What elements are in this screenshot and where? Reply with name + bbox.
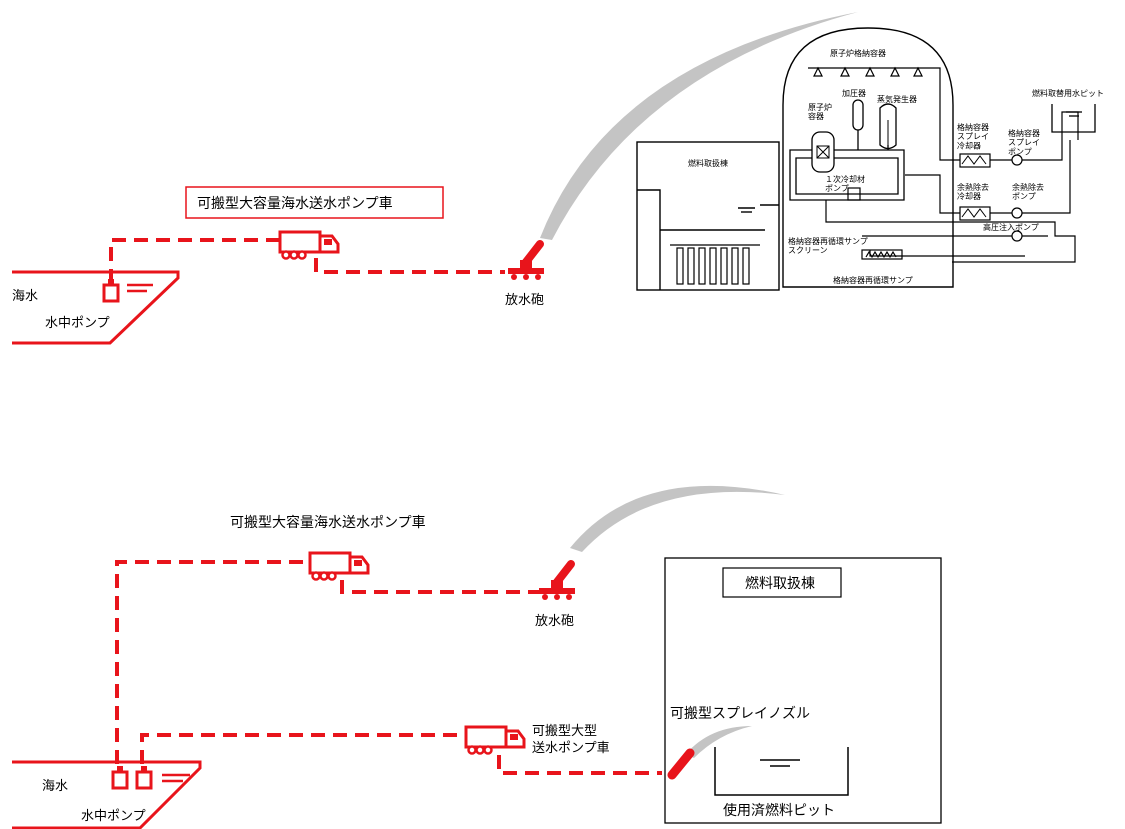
upper-steam-generator xyxy=(879,103,897,150)
lower-submersible-pump-1 xyxy=(111,764,129,790)
upper-water-cannon-label: 放水砲 xyxy=(505,293,544,308)
upper-rhr-cooler xyxy=(959,206,991,221)
upper-containment xyxy=(782,27,954,288)
upper-fuel-building-label: 燃料取扱棟 xyxy=(688,158,728,168)
lower-fuel-building-label: 燃料取扱棟 xyxy=(745,575,815,592)
lower-hose-cannon xyxy=(340,580,540,594)
upper-pressurizer xyxy=(852,99,864,131)
upper-seawater-label: 海水 xyxy=(12,289,38,304)
upper-diagram: 海水 水中ポンプ 可搬型大容量海水送水ポンプ車 放水砲 xyxy=(12,12,1104,345)
lower-spent-fuel-pit xyxy=(714,747,849,796)
upper-sump-screen-label: 格納容器再循環サンプスクリーン xyxy=(788,236,868,255)
lower-large-pump-vehicle xyxy=(464,725,526,755)
upper-sea-basin xyxy=(12,270,180,345)
lower-hose-branch xyxy=(140,733,465,764)
lower-fuel-building-title-box xyxy=(722,567,842,598)
upper-cv-spray-pump-label: 格納容器スプレイポンプ xyxy=(1008,128,1040,156)
upper-cv-spray-cooler xyxy=(959,153,991,168)
upper-primary-loop xyxy=(789,130,905,201)
upper-cv-spray-cooler-label: 格納容器スプレイ冷却器 xyxy=(957,122,989,150)
lower-sea-basin xyxy=(12,760,202,829)
upper-spray-header xyxy=(808,66,930,77)
upper-containment-label: 原子炉格納容器 xyxy=(830,48,886,58)
lower-water-spray xyxy=(570,485,785,552)
upper-refueling-water-pit xyxy=(1051,104,1096,133)
upper-sump-screen xyxy=(861,249,903,260)
lower-submersible-pump-label: 水中ポンプ xyxy=(81,809,146,824)
upper-reactor-vessel-label: 原子炉容器 xyxy=(808,102,832,121)
lower-diagram: 可搬型大容量海水送水ポンプ車 放水砲 燃料取扱棟 可搬型大型 送水ポンプ車 可搬… xyxy=(12,485,942,829)
upper-water-cannon xyxy=(508,244,544,280)
upper-hose-discharge xyxy=(314,258,505,274)
lower-large-pump-vehicle-label-2: 送水ポンプ車 xyxy=(532,741,610,756)
upper-pressurizer-label: 加圧器 xyxy=(842,88,866,98)
upper-primary-pump xyxy=(847,187,861,201)
upper-hp-injection-pump-label: 高圧注入ポンプ xyxy=(983,222,1039,232)
lower-large-pump-vehicle-label-1: 可搬型大型 xyxy=(532,724,597,739)
lower-nozzle-spray xyxy=(686,726,752,758)
upper-refueling-water-pit-label: 燃料取替用水ピット xyxy=(1032,88,1104,98)
upper-pump-vehicle-box xyxy=(185,186,444,219)
lower-pump-vehicle-label: 可搬型大容量海水送水ポンプ車 xyxy=(230,514,426,531)
upper-reactor-vessel xyxy=(811,131,835,173)
upper-pump-vehicle-label: 可搬型大容量海水送水ポンプ車 xyxy=(197,195,393,212)
upper-external-piping xyxy=(825,67,1079,263)
upper-hose-intake xyxy=(109,238,282,283)
upper-submersible-pump-label: 水中ポンプ xyxy=(45,316,110,331)
upper-pump-vehicle xyxy=(278,230,340,260)
lower-spent-fuel-pit-label: 使用済燃料ピット xyxy=(723,802,835,819)
lower-water-cannon-label: 放水砲 xyxy=(535,614,574,629)
lower-seawater-label: 海水 xyxy=(42,779,68,794)
lower-spray-nozzle-label: 可搬型スプレイノズル xyxy=(670,706,810,722)
lower-water-cannon xyxy=(539,564,575,600)
lower-submersible-pump-2 xyxy=(135,764,153,790)
upper-rhr-pump-label: 余熱除去ポンプ xyxy=(1012,182,1044,201)
upper-hp-injection-pump xyxy=(1011,230,1023,242)
upper-fuel-building xyxy=(636,141,780,291)
lower-hose-nozzle xyxy=(497,755,662,775)
lower-spray-nozzle xyxy=(667,748,695,780)
upper-cv-spray-pump xyxy=(1011,154,1023,166)
upper-steam-generator-label: 蒸気発生器 xyxy=(877,94,917,104)
upper-rhr-pump xyxy=(1011,207,1023,219)
upper-primary-pump-label: １次冷却材ポンプ xyxy=(825,174,865,193)
upper-rhr-cooler-label: 余熱除去冷却器 xyxy=(957,182,989,201)
lower-fuel-building xyxy=(664,557,942,824)
upper-recirc-sump-label: 格納容器再循環サンプ xyxy=(833,275,913,285)
lower-hose-main xyxy=(115,560,310,764)
upper-water-spray xyxy=(540,12,858,240)
lower-pump-vehicle xyxy=(308,551,370,581)
